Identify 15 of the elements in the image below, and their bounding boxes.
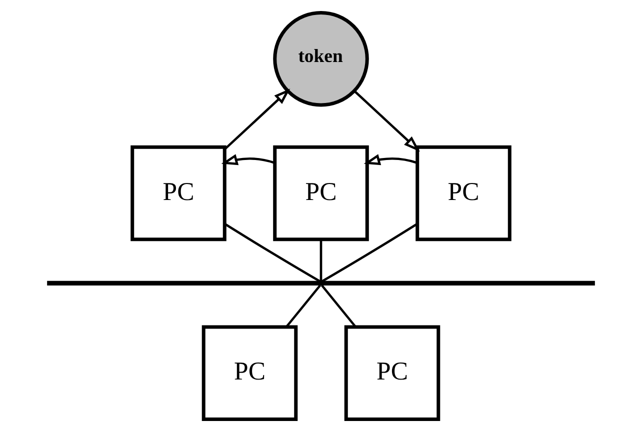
connector (224, 222, 320, 282)
node-box: PC (201, 325, 298, 421)
arrow (363, 154, 418, 166)
arrow (223, 88, 290, 150)
node-box: PC (344, 325, 440, 421)
connector (320, 284, 356, 328)
connector (284, 284, 321, 328)
node-box: PC (130, 145, 226, 242)
node-bar (46, 280, 594, 286)
connector (320, 222, 418, 282)
connector (319, 240, 322, 282)
arrow (353, 90, 420, 152)
node-box: PC (272, 145, 368, 242)
arrow (220, 154, 275, 166)
node-box: PC (415, 145, 511, 242)
